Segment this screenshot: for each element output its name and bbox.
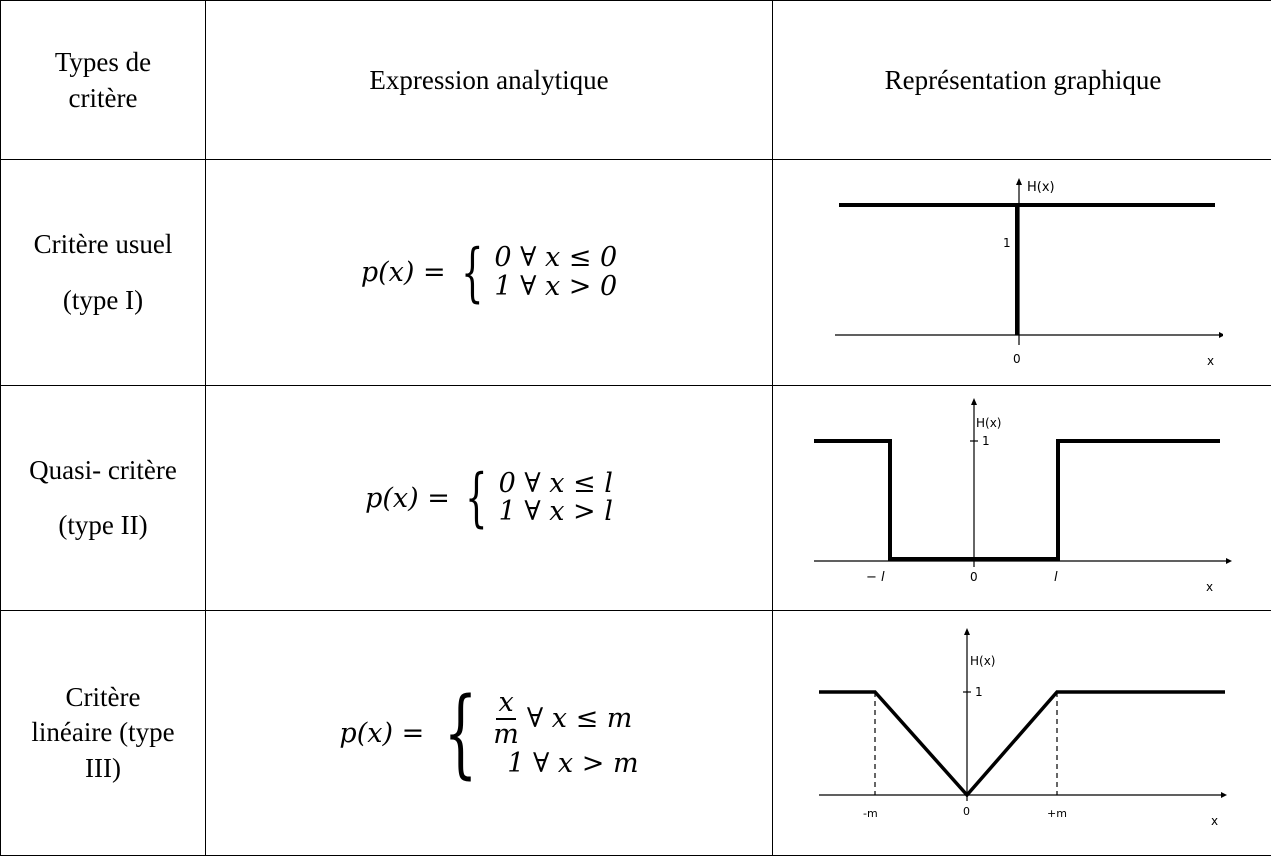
table-row: Critère usuel (type I) p(x) = { 0 ∀ x ≤ …	[0, 159, 1271, 386]
row2-x-label: x	[1206, 580, 1213, 594]
row3-fraction: x m	[493, 688, 519, 749]
row1-zero-label: 0	[1013, 352, 1021, 366]
row3-pos-label: +m	[1047, 807, 1067, 820]
row2-y-arrow	[971, 398, 977, 405]
header-expression: Expression analytique	[205, 0, 773, 160]
row3-formula-expr: p(x) = { x m ∀ x ≤ m 1 ∀ x > m	[339, 685, 638, 781]
row1-type-number: (type I)	[62, 284, 144, 315]
row1-x-arrow	[1219, 331, 1223, 338]
header-types: Types de critère	[0, 0, 206, 160]
row3-formula: p(x) = { x m ∀ x ≤ m 1 ∀ x > m	[205, 610, 773, 856]
header-expression-label: Expression analytique	[369, 64, 609, 95]
row1-cases: 0 ∀ x ≤ 0 1 ∀ x > 0	[494, 242, 618, 302]
row2-neg-label: − l	[866, 570, 885, 585]
header-row: Types de critère Expression analytique R…	[0, 0, 1271, 160]
row3-type: Critère linéaire (type III)	[0, 610, 206, 856]
row2-zero-label: 0	[970, 570, 978, 584]
row2-type: Quasi- critère (type II)	[0, 385, 206, 611]
row3-neg-label: -m	[863, 807, 878, 820]
row3-one-label: 1	[975, 685, 983, 699]
row2-graph: H(x) 1 − l 0 l x	[772, 385, 1271, 611]
row3-case1: x m ∀ x ≤ m	[493, 688, 632, 749]
header-types-label: Types de critère	[54, 46, 152, 113]
header-graph-label: Représentation graphique	[884, 64, 1162, 95]
table-row: Critère linéaire (type III) p(x) = { x m…	[0, 610, 1271, 856]
row1-y-arrow	[1016, 177, 1022, 185]
row3-name: Critère linéaire (type	[31, 682, 175, 748]
row3-cases: x m ∀ x ≤ m 1 ∀ x > m	[493, 688, 638, 778]
row3-x-arrow	[1221, 792, 1227, 798]
row1-ylabel: H(x)	[1027, 180, 1055, 195]
row3-linear-plot: H(x) 1 -m 0 +m x	[819, 628, 1227, 828]
row2-brace: {	[465, 461, 488, 535]
row2-ylabel: H(x)	[976, 416, 1002, 430]
row2-step-plot: H(x) 1 − l 0 l x	[814, 398, 1232, 594]
row1-formula: p(x) = { 0 ∀ x ≤ 0 1 ∀ x > 0	[205, 159, 773, 386]
row3-frac-num: x	[496, 687, 516, 720]
row2-name: Quasi- critère	[29, 454, 177, 485]
row3-frac-den: m	[493, 718, 519, 750]
row3-zero-label: 0	[963, 805, 970, 818]
row1-one-label: 1	[1003, 236, 1011, 250]
row2-x-arrow	[1226, 558, 1232, 564]
row2-type-number: (type II)	[58, 510, 148, 540]
row2-formula-expr: p(x) = { 0 ∀ x ≤ l 1 ∀ x > l	[365, 466, 613, 530]
row2-case1: 0 ∀ x ≤ l	[498, 467, 613, 499]
row1-formula-expr: p(x) = { 0 ∀ x ≤ 0 1 ∀ x > 0	[361, 241, 617, 305]
row2-pos-label: l	[1054, 570, 1058, 585]
row1-step-plot: H(x) 1 0 x	[835, 177, 1223, 368]
row1-type-label: Critère usuel (type I)	[34, 227, 173, 317]
row3-case2: 1 ∀ x > m	[507, 747, 639, 779]
row1-brace: {	[460, 235, 484, 310]
row2-cases: 0 ∀ x ≤ l 1 ∀ x > l	[498, 467, 613, 527]
row3-case1-rest: ∀ x ≤ m	[526, 702, 633, 734]
row1-graph: H(x) 1 0 x	[772, 159, 1271, 386]
row1-x-label: x	[1207, 354, 1214, 368]
row1-case2: 1 ∀ x > 0	[494, 270, 618, 302]
row3-x-label: x	[1211, 814, 1218, 828]
row1-case1: 0 ∀ x ≤ 0	[494, 242, 618, 274]
row3-brace: {	[443, 677, 478, 789]
header-graph: Représentation graphique	[772, 0, 1271, 160]
row2-lhs: p(x) =	[365, 482, 450, 514]
row3-lhs: p(x) =	[339, 717, 425, 749]
row3-y-arrow	[964, 628, 970, 635]
row3-graph: H(x) 1 -m 0 +m x	[772, 610, 1271, 856]
row3-ylabel: H(x)	[970, 654, 996, 668]
row1-type: Critère usuel (type I)	[0, 159, 206, 386]
row2-type-label: Quasi- critère (type II)	[29, 453, 177, 543]
row3-type-label: Critère linéaire (type III)	[23, 680, 183, 785]
row2-step-line	[814, 439, 1220, 561]
row2-formula: p(x) = { 0 ∀ x ≤ l 1 ∀ x > l	[205, 385, 773, 611]
row1-lhs: p(x) =	[360, 257, 446, 288]
row2-one-label: 1	[982, 434, 990, 448]
table-row: Quasi- critère (type II) p(x) = { 0 ∀ x …	[0, 385, 1271, 611]
row2-case2: 1 ∀ x > l	[498, 496, 613, 527]
row1-name: Critère usuel	[33, 229, 173, 260]
row3-v-line	[819, 690, 1225, 798]
row3-type-number: III)	[85, 752, 121, 783]
